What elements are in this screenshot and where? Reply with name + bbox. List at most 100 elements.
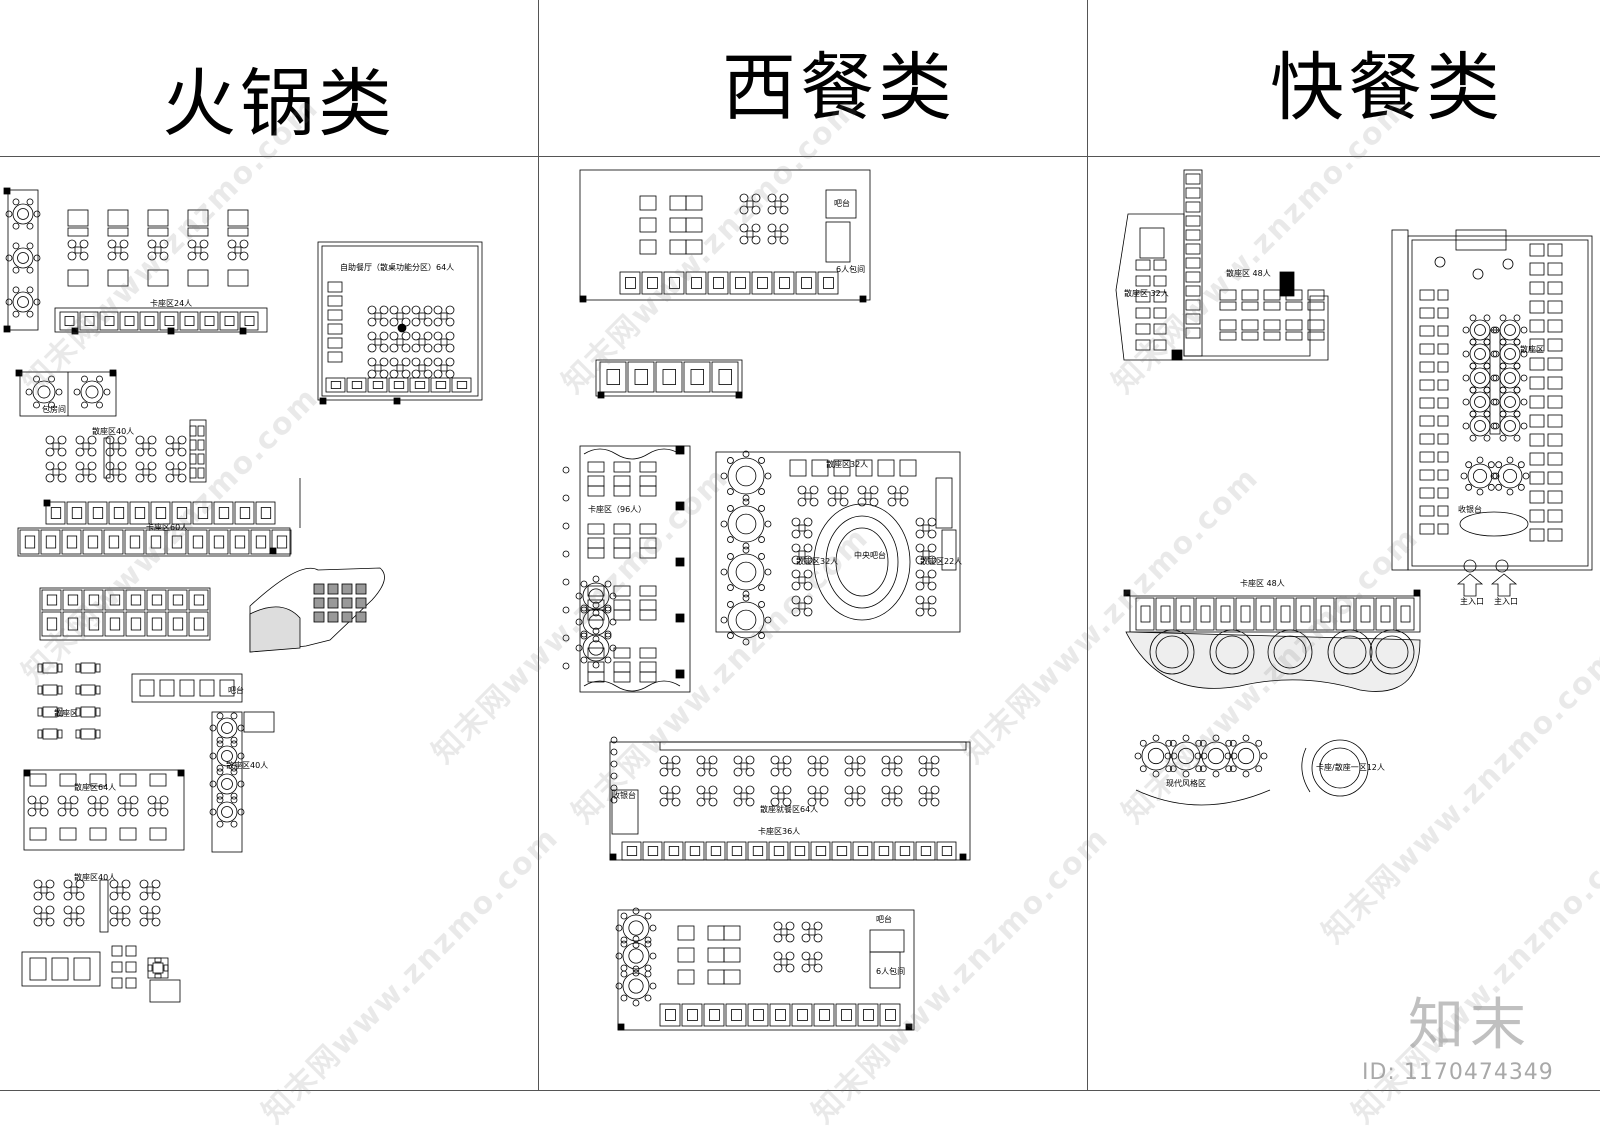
plan-rect [1489, 329, 1501, 435]
plan-circle [75, 473, 85, 483]
plan-circle [791, 581, 801, 591]
plan-rect [815, 846, 827, 856]
plan-rect [29, 827, 47, 841]
plan-rect [208, 529, 229, 555]
plan-circle [1199, 739, 1207, 747]
plan-circle [57, 795, 67, 805]
plan-rect [823, 277, 834, 289]
plan-rect [835, 1003, 857, 1027]
plan-circle [773, 951, 783, 961]
plan-circle [1462, 422, 1470, 430]
plan-rect [172, 617, 184, 631]
plan-rect [414, 381, 426, 389]
plan-rect [599, 361, 627, 393]
plan-rect [87, 535, 99, 549]
plan-circle [779, 223, 789, 233]
plan-circle [727, 505, 734, 512]
plan-circle [445, 331, 455, 341]
plan-circle [107, 251, 117, 261]
plan-circle [727, 601, 734, 608]
plan-rect [663, 271, 685, 295]
plan-circle [99, 795, 109, 805]
plan-circle [1504, 372, 1516, 384]
plan-path [1135, 789, 1271, 806]
plan-rect [67, 594, 79, 606]
plan-circle [918, 797, 928, 807]
plan-circle [562, 466, 570, 474]
plan-rect [684, 841, 705, 861]
plan-circle [782, 767, 792, 777]
plan-rect [1419, 433, 1435, 445]
plan-rect [171, 501, 192, 525]
plan-rect [224, 316, 235, 326]
plan-circle [221, 722, 233, 734]
plan-circle [159, 239, 169, 249]
plan-circle [1499, 314, 1507, 322]
plan-circle [33, 905, 43, 915]
plan-circle [147, 473, 157, 483]
plan-rect [1529, 528, 1545, 542]
plan-circle [604, 606, 612, 614]
plan-polygon [1456, 573, 1484, 597]
plan-circle [216, 740, 224, 748]
plan-circle [869, 485, 879, 495]
plan-circle [121, 891, 131, 901]
plan-rect [21, 951, 101, 987]
plan-circle [433, 357, 443, 367]
plan-circle [75, 905, 85, 915]
plan-rect [147, 964, 153, 972]
plan-circle [237, 752, 245, 760]
plan-rect [409, 377, 430, 393]
plan-rect [355, 583, 367, 595]
plan-rect [1547, 357, 1563, 371]
plan-rect [269, 547, 277, 555]
plan-circle [764, 568, 772, 576]
plan-rect [125, 945, 137, 957]
plan-rect [703, 792, 711, 800]
plan-rect [1240, 605, 1251, 623]
plan-circle [48, 375, 55, 383]
plan-circle [1483, 314, 1491, 322]
plan-circle [881, 767, 891, 777]
plan-rect [154, 802, 162, 810]
plan-rect [639, 195, 657, 211]
plan-circle [782, 755, 792, 765]
plan-rect [1219, 319, 1237, 331]
plan-circle [782, 797, 792, 807]
plan-rect [915, 841, 936, 861]
plan-rect [1200, 605, 1211, 623]
plan-circle [632, 935, 640, 943]
plan-rect [1419, 487, 1435, 499]
plan-circle [367, 357, 377, 367]
plan-rect [271, 529, 292, 555]
plan-circle [644, 912, 652, 920]
plan-rect [107, 269, 129, 287]
plan-rect [1183, 169, 1203, 357]
plan-circle [1472, 268, 1484, 280]
plan-rect [1307, 331, 1325, 341]
plan-rect [125, 589, 146, 611]
plan-circle [1182, 770, 1190, 778]
plan-rect [193, 617, 205, 631]
plan-circle [632, 965, 640, 973]
plan-rect [1547, 300, 1563, 314]
plan-rect [1260, 605, 1271, 623]
plan-circle [63, 917, 73, 927]
plan-rect [639, 609, 657, 621]
plan-circle [708, 785, 718, 795]
plan-rect [82, 529, 103, 555]
plan-circle [1513, 314, 1521, 322]
plan-rect [1153, 339, 1167, 351]
plan-rect [587, 661, 605, 673]
plan-circle [1199, 765, 1207, 773]
plan-circle [12, 291, 34, 313]
plan-rect [715, 451, 961, 633]
plan-circle [1487, 461, 1495, 469]
plan-circle [117, 435, 127, 445]
plan-rect [709, 1009, 720, 1021]
plan-rect [798, 602, 806, 610]
plan-rect [659, 741, 967, 751]
plan-circle [237, 780, 245, 788]
plan-circle [1499, 434, 1507, 442]
plan-circle [147, 239, 157, 249]
